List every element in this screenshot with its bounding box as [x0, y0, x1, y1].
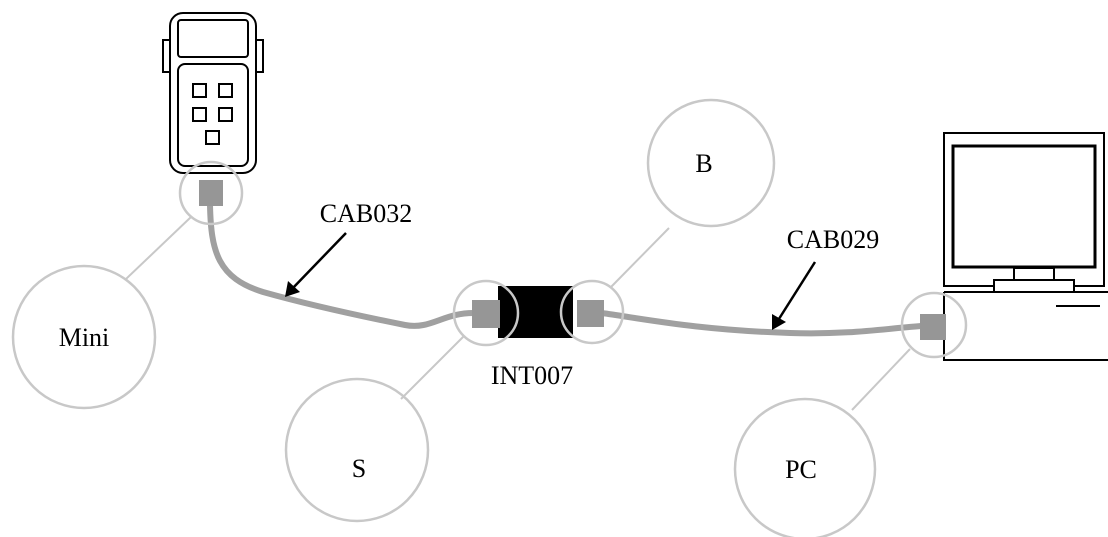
monitor-frame: [943, 132, 1105, 287]
ring-s-connector: [452, 279, 520, 347]
meter-keypad: [177, 63, 249, 167]
label-pc: PC: [785, 455, 817, 484]
desktop-computer-icon: [943, 132, 1108, 361]
label-mini: Mini: [59, 323, 110, 352]
label-cab032: CAB032: [320, 199, 412, 228]
ring-b-connector: [559, 279, 625, 345]
cable-cab032: [207, 202, 479, 329]
ring-mini-connector: [178, 160, 244, 226]
connector-pc: [920, 314, 946, 340]
callout-b: [646, 98, 776, 228]
connector-s: [472, 300, 500, 328]
label-cab029: CAB029: [787, 225, 879, 254]
leader-mini: [125, 216, 192, 280]
handheld-meter-icon: [162, 12, 264, 174]
leader-pc: [851, 348, 911, 411]
label-s: S: [352, 454, 366, 483]
label-int007: INT007: [491, 361, 573, 390]
arrow-cab032: [285, 232, 347, 297]
arrow-cab029: [772, 261, 817, 330]
connector-mini: [199, 180, 223, 206]
leader-s: [400, 335, 465, 400]
callout-pc: [733, 397, 877, 537]
connector-b: [577, 300, 604, 327]
meter-display: [177, 19, 249, 58]
callout-mini: [11, 264, 157, 410]
label-b: B: [695, 149, 712, 178]
cable-cab029: [599, 310, 925, 337]
computer-case: [943, 291, 1108, 361]
callout-s: [284, 377, 430, 523]
leader-b: [610, 227, 670, 288]
ring-pc-connector: [900, 291, 968, 359]
